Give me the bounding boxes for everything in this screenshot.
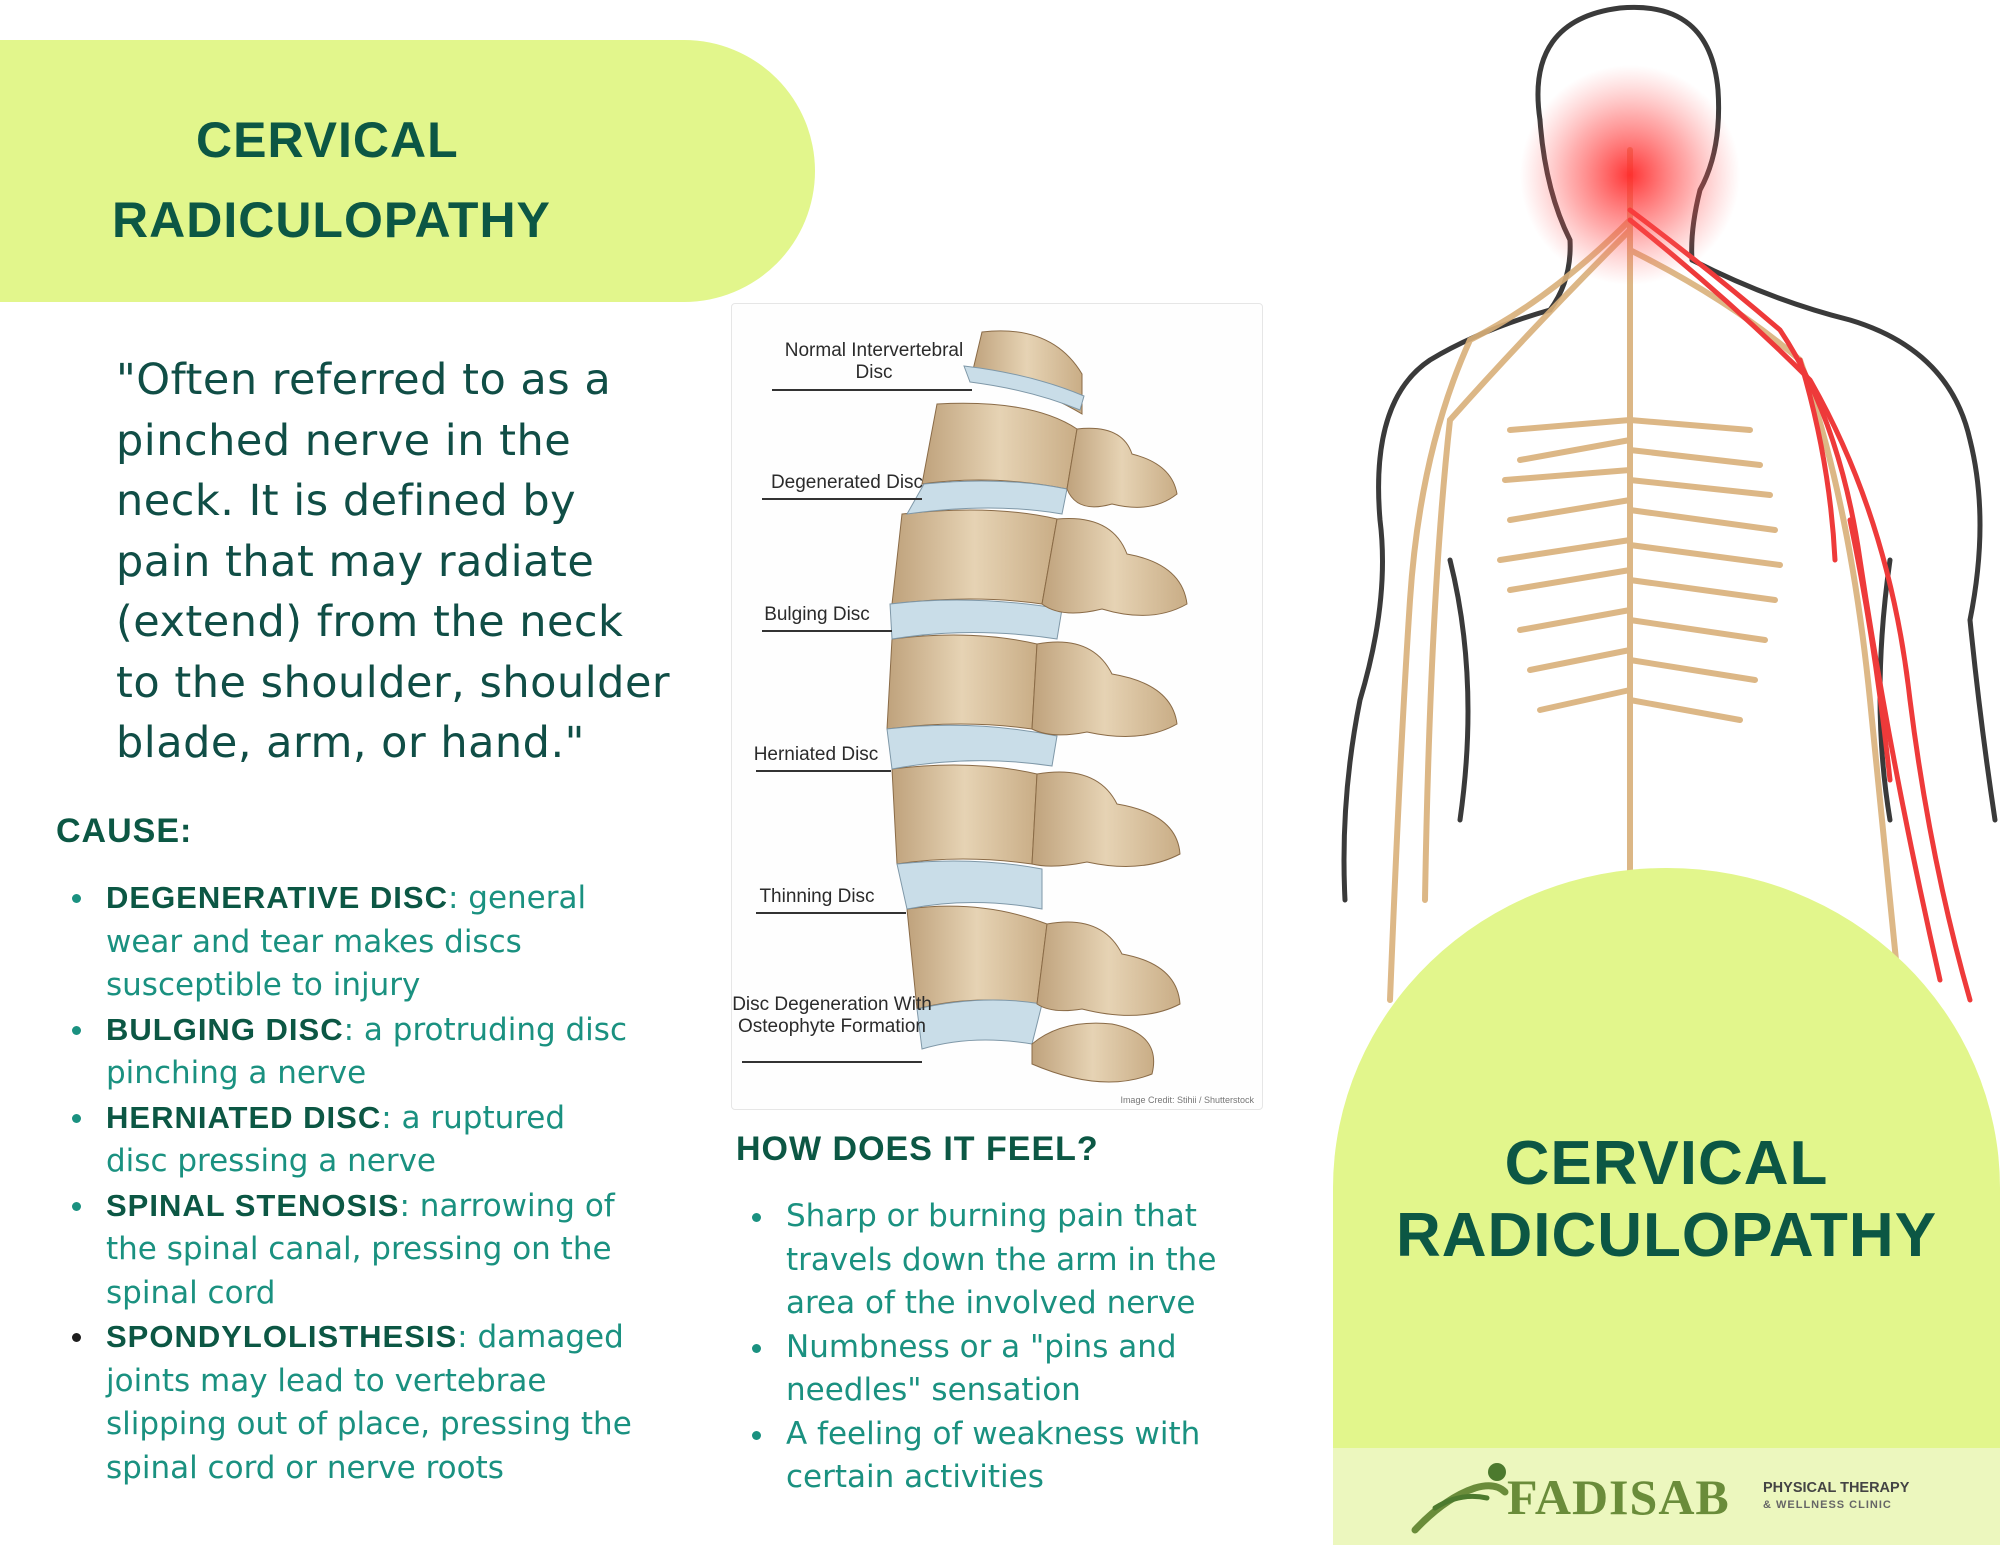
clinic-logo: FADISAB PHYSICAL THERAPY & WELLNESS CLIN… <box>1333 1448 2000 1545</box>
logo-wordmark: FADISAB <box>1507 1469 1730 1525</box>
cause-list: DEGENERATIVE DISC: general wear and tear… <box>56 876 636 1490</box>
list-item: Numbness or a "pins and needles" sensati… <box>736 1326 1256 1413</box>
label-herniated-disc: Herniated Disc <box>753 744 879 765</box>
list-item: HERNIATED DISC: a ruptured disc pressing… <box>56 1096 636 1184</box>
banner-title-line1: CERVICAL <box>196 112 459 168</box>
label-line <box>762 498 922 500</box>
list-item: A feeling of weakness with certain activ… <box>736 1413 1256 1500</box>
feel-list: Sharp or burning pain that travels down … <box>736 1195 1256 1500</box>
label-line <box>756 912 906 914</box>
arch-title-line2: RADICULOPATHY <box>1395 1201 1938 1270</box>
label-line <box>772 389 972 391</box>
image-credit: Image Credit: Stihii / Shutterstock <box>1120 1095 1254 1105</box>
banner-title-line2: RADICULOPATHY <box>112 192 551 248</box>
list-item: Sharp or burning pain that travels down … <box>736 1195 1256 1326</box>
list-item: BULGING DISC: a protruding disc pinching… <box>56 1008 636 1096</box>
label-normal-disc: Normal Intervertebral Disc <box>784 340 964 383</box>
list-item: DEGENERATIVE DISC: general wear and tear… <box>56 876 636 1008</box>
logo-tagline: PHYSICAL THERAPY & WELLNESS CLINIC <box>1763 1480 1910 1511</box>
label-degenerated-disc: Degenerated Disc <box>770 472 924 493</box>
label-line <box>742 1061 922 1063</box>
label-line <box>756 770 891 772</box>
spine-illustration: Normal Intervertebral Disc Degenerated D… <box>731 303 1263 1110</box>
title-banner <box>0 40 815 302</box>
banner-title: CERVICAL RADICULOPATHY <box>112 100 712 260</box>
label-line <box>762 630 892 632</box>
list-item: SPINAL STENOSIS: narrowing of the spinal… <box>56 1184 636 1316</box>
spine-drawing <box>886 330 1188 1083</box>
label-bulging-disc: Bulging Disc <box>764 604 870 625</box>
feel-heading: HOW DOES IT FEEL? <box>736 1130 1099 1168</box>
arch-title: CERVICAL RADICULOPATHY <box>1333 1128 2000 1272</box>
label-osteophyte-disc: Disc Degeneration With Osteophyte Format… <box>732 994 932 1037</box>
definition-quote: "Often referred to as a pinched nerve in… <box>116 355 671 768</box>
title-arch <box>1333 868 2000 1545</box>
list-item: SPONDYLOLISTHESIS: damaged joints may le… <box>56 1315 636 1490</box>
arch-title-line1: CERVICAL <box>1504 1129 1829 1198</box>
runner-icon <box>1411 1463 1509 1534</box>
body-nerve-illustration <box>1341 4 1998 1150</box>
label-thinning-disc: Thinning Disc <box>759 886 875 907</box>
cause-heading: CAUSE: <box>56 812 193 850</box>
